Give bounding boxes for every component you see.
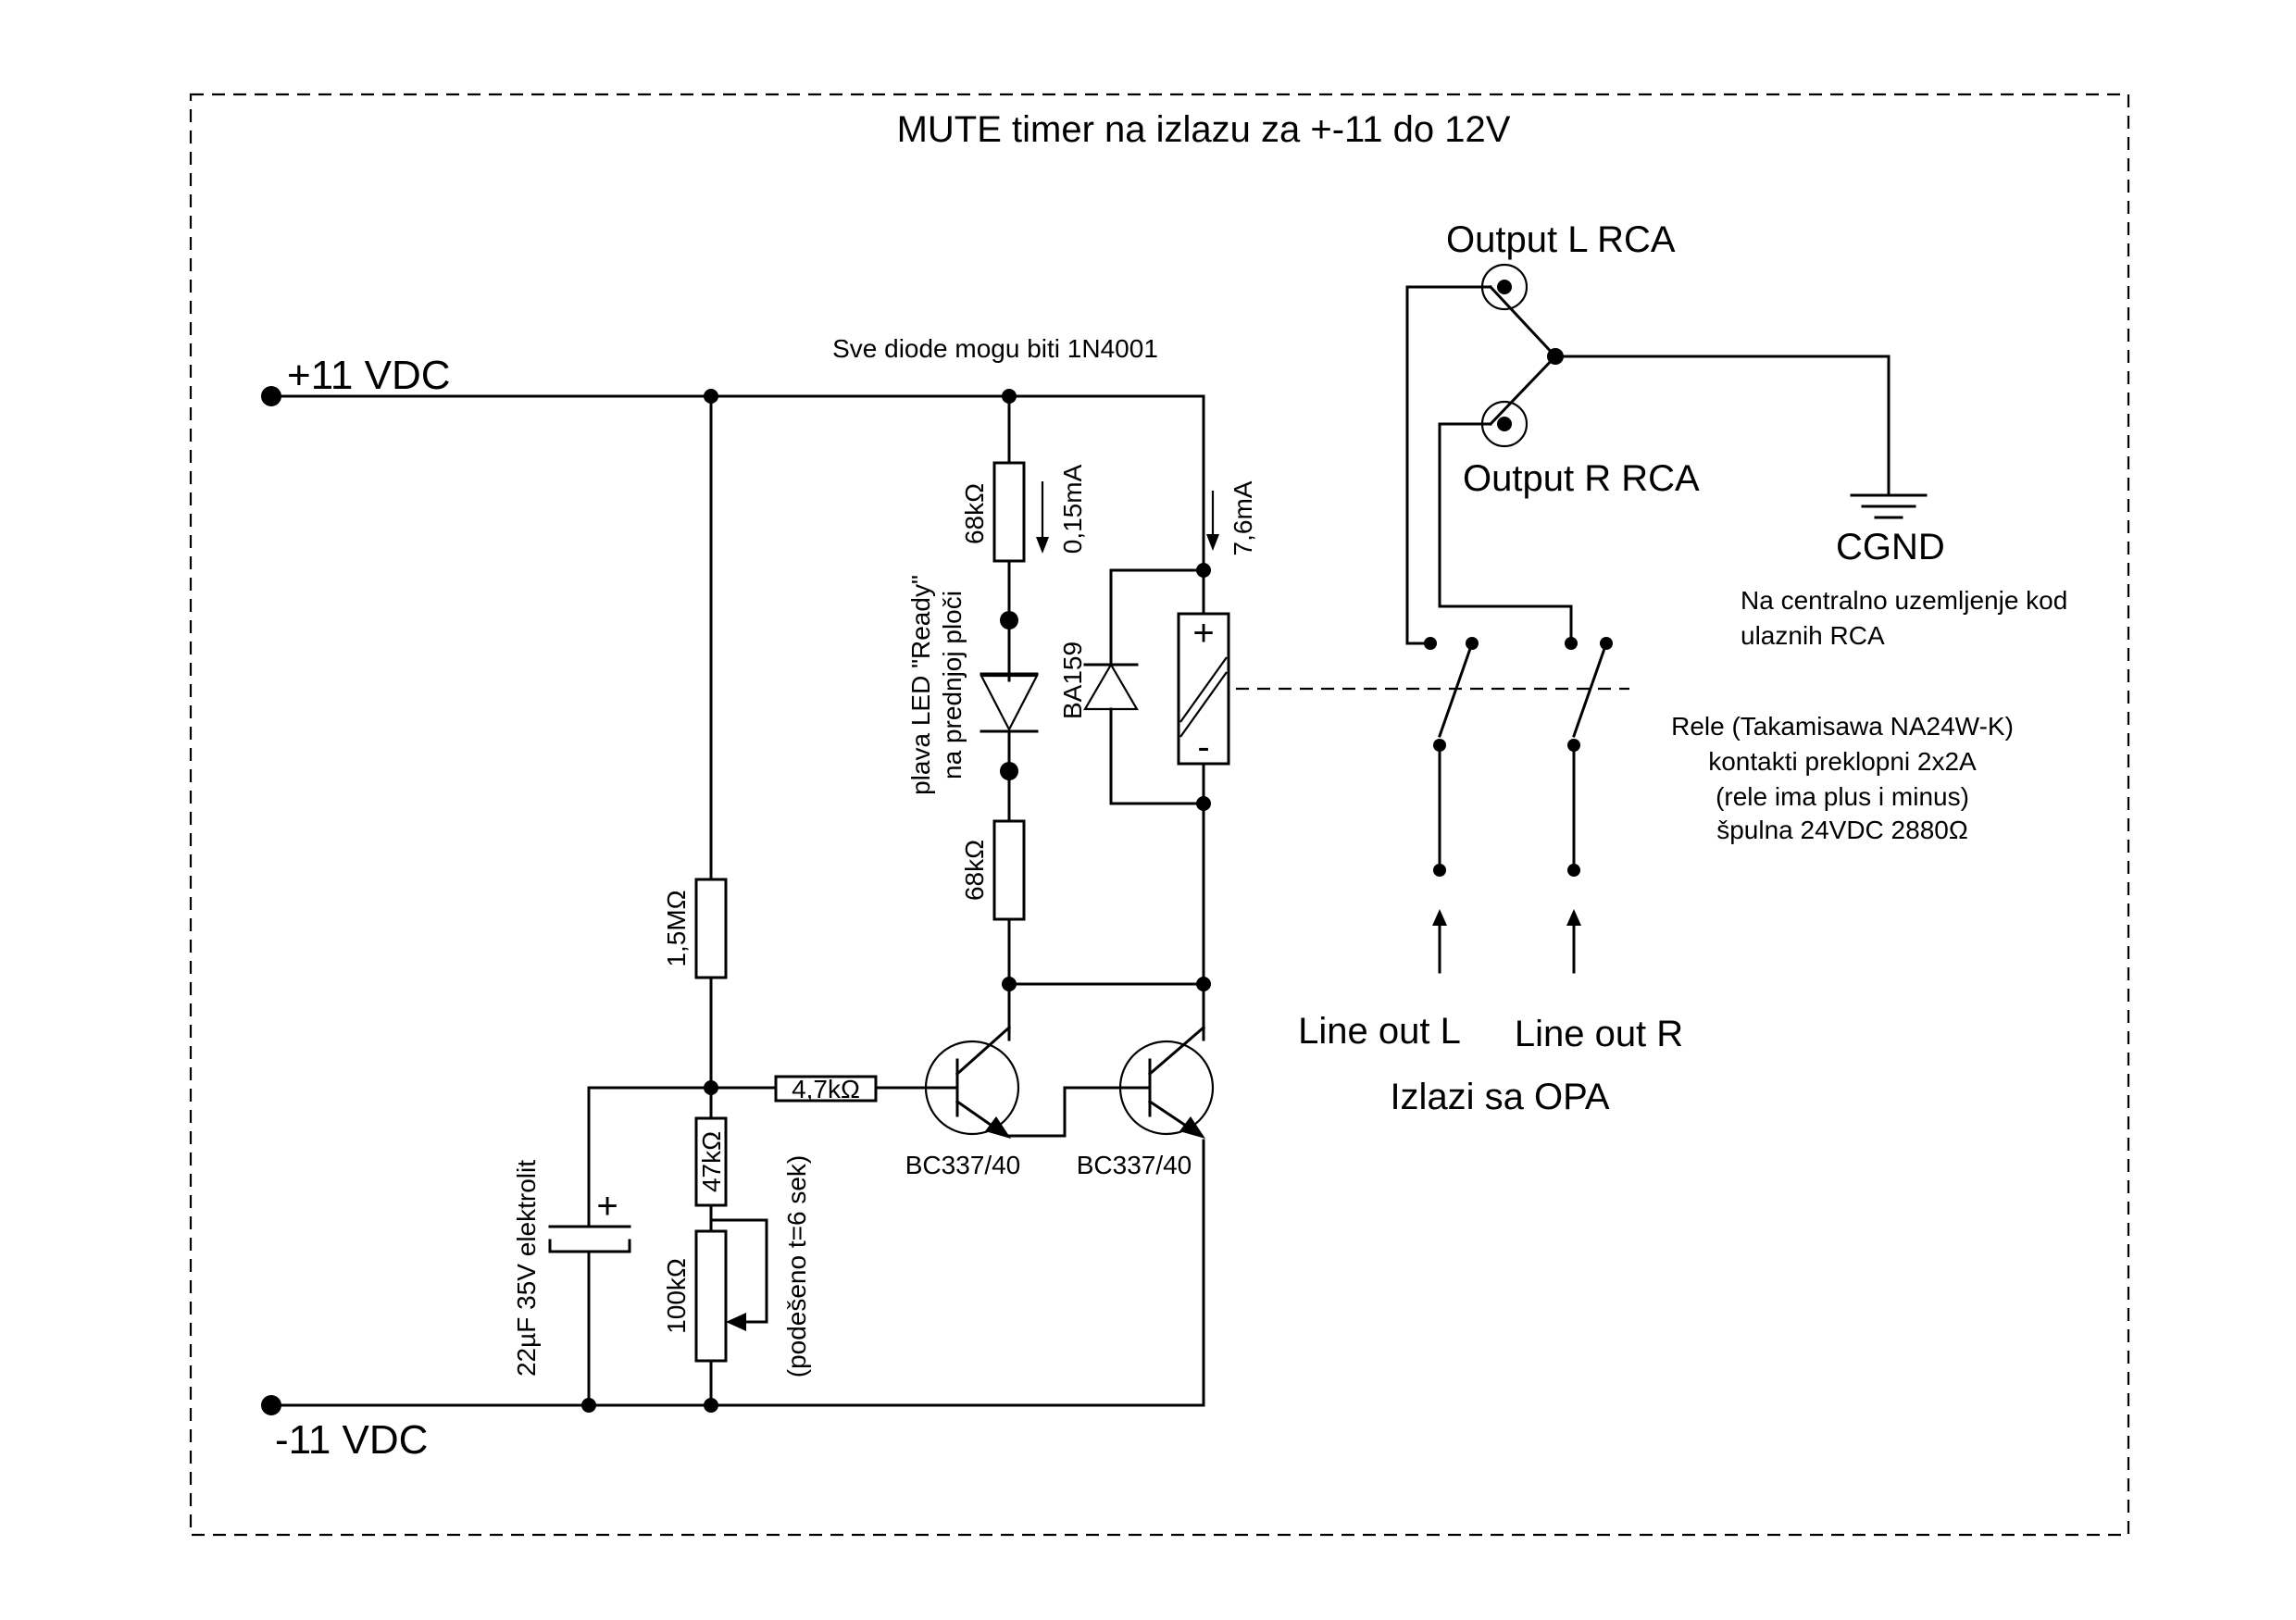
current-arrow-top [1036,481,1049,554]
pot-wiper-arrow [726,1313,746,1331]
label-line-out-l: Line out L [1298,1011,1461,1052]
line-out-l-arrow [1432,909,1447,974]
label-transistor-1: BC337/40 [905,1151,1021,1179]
electrolytic-capacitor [548,1225,631,1253]
label-100k: 100kΩ [662,1258,691,1334]
relay-coil [1177,612,1230,766]
label-68k-bottom: 68kΩ [960,840,989,901]
rca-output-r-icon [1480,400,1529,448]
label-capacitor: 22µF 35V elektrolit [512,1160,541,1377]
resistor-1-5M [694,878,728,979]
relay-plus-sign: + [1192,613,1214,654]
resistor-47k [694,1116,728,1207]
label-current-top: 0,15mA [1058,464,1087,554]
label-output-l: Output L RCA [1446,219,1676,260]
positive-rail-label: +11 VDC [287,353,451,398]
label-izlazi: Izlazi sa OPA [1390,1077,1609,1117]
relay-info-line: špulna 24VDC 2880Ω [1716,816,1968,844]
relay-minus-sign: - [1197,727,1209,767]
diagram-frame [189,93,2130,1537]
label-transistor-2: BC337/40 [1077,1151,1192,1179]
label-led-2: na prednjoj ploči [938,591,967,779]
label-ba159: BA159 [1058,642,1087,719]
label-gnd-note-1: Na centralno uzemljenje kod [1741,586,2067,615]
transistor-q1 [924,982,1020,1139]
ground-icon [1850,493,1928,519]
relay-info-line: kontakti preklopni 2x2A [1708,747,1977,776]
label-47k: 47kΩ [697,1131,726,1192]
diode-ba159 [1083,662,1139,711]
relay-info-line: (rele ima plus i minus) [1716,782,1969,811]
blue-led [980,672,1039,733]
wires [269,284,1890,1407]
transistor-q2 [1118,982,1215,1142]
label-pot-note: (podešeno t=6 sek) [782,1155,811,1378]
line-out-r-arrow [1566,909,1581,974]
diagram-title: MUTE timer na izlazu za +-11 do 12V [897,109,1511,150]
label-1-5M: 1,5MΩ [662,890,691,966]
diodes-note: Sve diode mogu biti 1N4001 [832,334,1158,363]
resistor-68k-bottom [992,819,1026,921]
junction-dots [261,348,1613,1415]
relay-info: Rele (Takamisawa NA24W-K) kontakti prekl… [1671,712,2014,844]
label-led-1: plava LED "Ready" [906,575,935,795]
label-68k-top: 68kΩ [960,483,989,544]
negative-rail-label: -11 VDC [275,1417,428,1463]
resistor-4-7k [774,1075,878,1103]
potentiometer-100k [694,1229,728,1363]
relay-info-line: Rele (Takamisawa NA24W-K) [1671,712,2014,741]
label-cgnd: CGND [1836,527,1945,567]
label-current-relay: 7,6mA [1229,480,1257,555]
label-4-7k: 4,7kΩ [792,1075,860,1103]
capacitor-plus-sign: + [596,1186,618,1227]
label-gnd-note-2: ulaznih RCA [1741,621,1885,650]
label-output-r: Output R RCA [1463,458,1700,499]
rca-output-l-icon [1480,263,1529,311]
current-arrow-relay [1206,491,1219,551]
label-line-out-r: Line out R [1515,1014,1683,1054]
resistor-68k-top [992,461,1026,563]
